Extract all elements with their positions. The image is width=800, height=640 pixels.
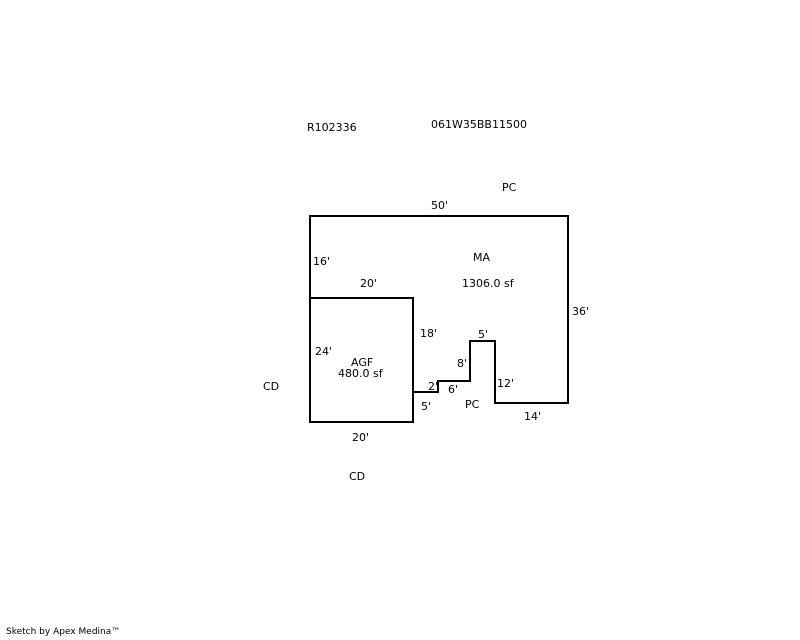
dim-agf-left: 24' [315, 345, 332, 358]
dim-agf-right: 18' [420, 327, 437, 340]
dim-notch-top: 5' [478, 328, 488, 341]
main-area-code: MA [473, 251, 490, 264]
exterior-label-cd-left: CD [263, 380, 279, 393]
garage-area-size: 480.0 sf [338, 367, 384, 380]
exterior-label-cd-bottom: CD [349, 470, 365, 483]
dim-bottom-right: 14' [524, 410, 541, 423]
dim-step-run: 6' [448, 383, 458, 396]
exterior-label-pc-top: PC [502, 181, 517, 194]
dim-ma-top: 50' [431, 199, 448, 212]
main-area-outline [309, 215, 569, 404]
sketch-credit: Sketch by Apex Medina™ [6, 627, 121, 637]
dim-ma-right: 36' [572, 305, 589, 318]
dim-step-short-drop: 5' [421, 400, 431, 413]
garage-area-code: AGF [351, 356, 373, 369]
account-id: R102336 [307, 121, 357, 134]
dim-notch-drop: 12' [497, 377, 514, 390]
exterior-label-pc-bottom: PC [465, 398, 480, 411]
dim-agf-bottom: 20' [352, 431, 369, 444]
dim-step-short: 2' [428, 380, 438, 393]
map-taxlot: 061W35BB11500 [431, 118, 527, 131]
dim-step-rise: 8' [457, 357, 467, 370]
dim-agf-top: 20' [360, 277, 377, 290]
dim-ma-left-upper: 16' [313, 255, 330, 268]
garage-outline [309, 297, 414, 423]
main-area-size: 1306.0 sf [462, 277, 515, 290]
